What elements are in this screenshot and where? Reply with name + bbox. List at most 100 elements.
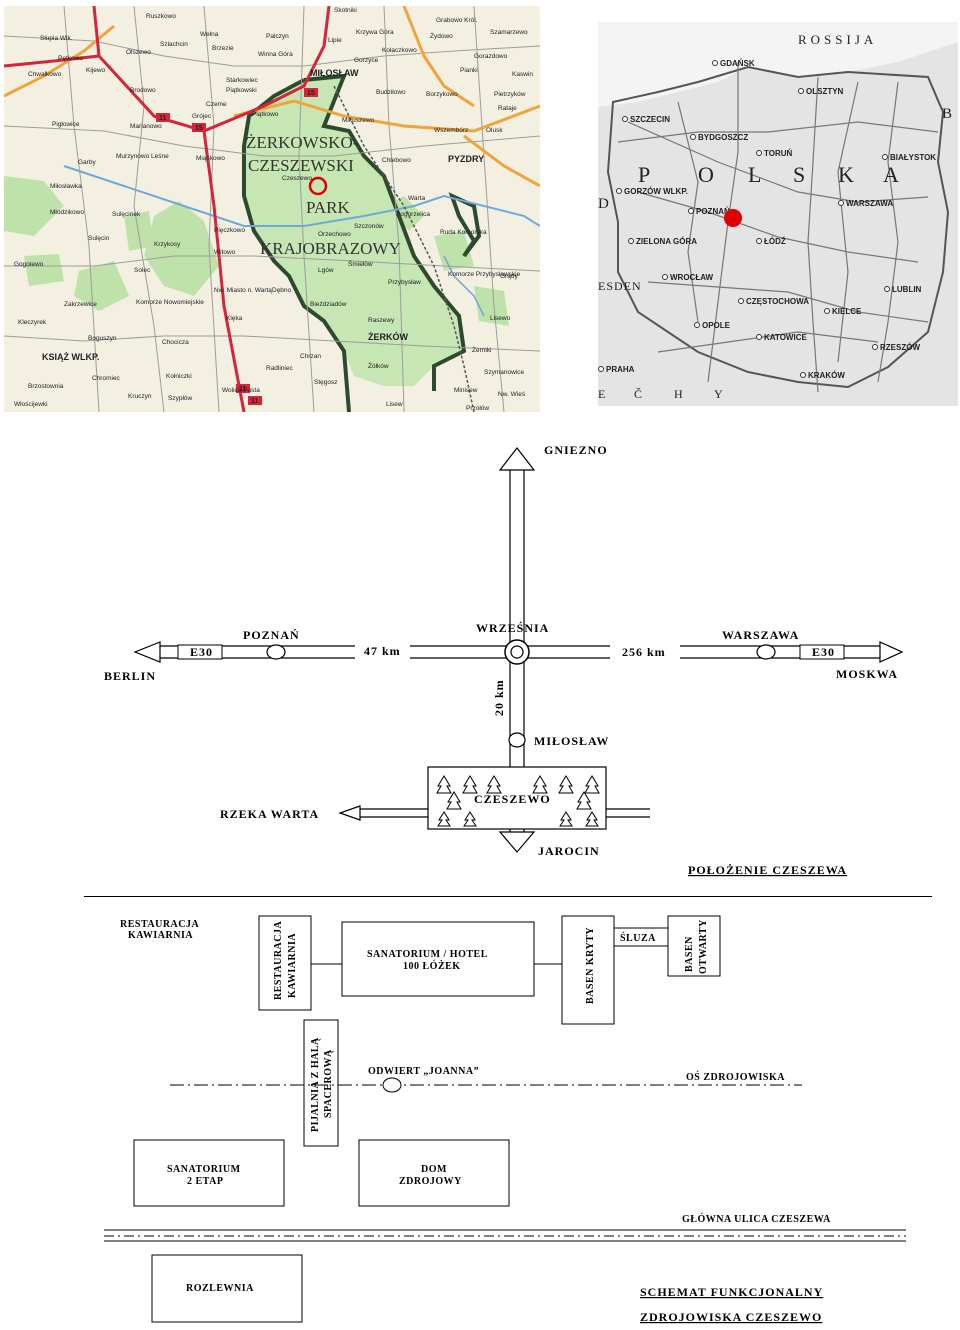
city-dot-praha bbox=[598, 366, 604, 372]
place-label-mikuszewo: Mikuszewo bbox=[342, 117, 375, 124]
place-label-brzezie: Brzezie bbox=[212, 45, 234, 52]
well-joanna-label: ODWIERT „JOANNA” bbox=[368, 1066, 479, 1077]
czeszewo-marker-icon bbox=[308, 176, 328, 196]
place-label-ratajе: Rataje bbox=[498, 105, 517, 112]
sanatorium-hotel-box bbox=[341, 921, 535, 997]
place-label-mlaskowo: Miąskowo bbox=[196, 155, 225, 162]
poznan-label: POZNAŃ bbox=[243, 628, 300, 642]
place-label-komorze: Komorze Przybysławskie bbox=[448, 271, 521, 278]
place-label-slupia: Słupia Wlk. bbox=[40, 35, 73, 42]
city-dot-lodz bbox=[756, 238, 762, 244]
distance-poznan: 47 km bbox=[364, 644, 401, 658]
place-label-palczyn: Palczyn bbox=[266, 33, 289, 40]
place-label-rudakomorska: Ruda Komorska bbox=[440, 229, 487, 236]
city-label-wroclaw: WROCŁAW bbox=[670, 273, 714, 282]
place-label-minisew: Minisew bbox=[454, 387, 478, 394]
city-dot-warszawa bbox=[838, 200, 844, 206]
neighbor-label-0: ROSSIJA bbox=[798, 32, 877, 47]
city-label-rzeszow: RZESZÓW bbox=[880, 343, 920, 352]
pump-room-line2: SPACEROWĄ bbox=[323, 1049, 334, 1118]
place-label-goradowo: Gorazdowo bbox=[474, 53, 508, 60]
czeszewo-label: CZESZEWO bbox=[474, 792, 551, 806]
place-label-grabowo: Grabowo Król. bbox=[436, 17, 478, 24]
location-marker-icon bbox=[724, 209, 742, 227]
neighbor-label-6: H bbox=[674, 387, 684, 401]
neighbor-label-3: ESDEN bbox=[598, 279, 642, 293]
road-number-2: 15 bbox=[195, 125, 203, 132]
distance-warszawa: 256 km bbox=[622, 645, 666, 659]
spa-house-box bbox=[358, 1139, 510, 1207]
road-number-1: 11 bbox=[159, 115, 167, 122]
place-label-szczonow: Szczonów bbox=[354, 223, 384, 230]
country-name-letters: P O L S K A bbox=[638, 162, 899, 187]
wrzesnia-junction-inner bbox=[510, 645, 524, 659]
well-joanna-circle bbox=[382, 1077, 402, 1093]
place-label-pianki: Pianki bbox=[460, 67, 478, 74]
city-label-lodz: ŁÓDŹ bbox=[764, 237, 786, 246]
place-label-kleczyrek: Kleczyrek bbox=[18, 319, 47, 326]
restaurant-box-line2: KAWIARNIA bbox=[287, 933, 298, 998]
place-label-smielow: Śmiełów bbox=[348, 259, 373, 268]
place-label-szlachcin: Szlachcin bbox=[160, 41, 188, 48]
place-label-budziszewo: Budziłowo bbox=[376, 89, 406, 96]
country-letter-k: K bbox=[838, 162, 856, 187]
poland-border bbox=[606, 65, 950, 389]
regional-roads bbox=[4, 6, 540, 188]
place-label-wilkowa: Wełna bbox=[200, 31, 219, 38]
city-dot-lublin bbox=[884, 286, 890, 292]
neighbor-label-5: Č bbox=[634, 387, 643, 401]
place-label-wloscijewki: Włościjewki bbox=[14, 401, 48, 408]
warta-river bbox=[63, 165, 540, 227]
place-label-pyzdry: PYZDRY bbox=[448, 154, 484, 164]
city-label-torun: TORUŃ bbox=[764, 149, 793, 158]
place-label-grady: Grądy bbox=[500, 273, 518, 280]
place-label-chocicza: Chocicza bbox=[162, 339, 189, 346]
city-label-poznan: POZNAŃ bbox=[696, 207, 730, 216]
e30-label-right: E30 bbox=[812, 645, 835, 659]
place-label-przolow: Przołów bbox=[466, 405, 489, 412]
sluice-label: ŚLUZA bbox=[620, 932, 656, 944]
place-label-szamarzewo: Szamarzewo bbox=[490, 29, 528, 36]
place-label-nwmiasto: Nw. Miasto n. Wartą bbox=[214, 287, 272, 294]
place-label-sulecin: Sulęcin bbox=[88, 235, 110, 242]
city-dot-kielce bbox=[824, 308, 830, 314]
place-label-zerkow: ŻERKÓW bbox=[368, 331, 409, 342]
park-name-line4: KRAJOBRAZOWY bbox=[260, 239, 401, 258]
place-label-warta: Warta bbox=[408, 195, 425, 202]
place-label-chromiec: Chromiec bbox=[92, 375, 121, 382]
place-label-przybyslaw: Przybysław bbox=[388, 279, 421, 286]
place-label-chrzan: Chrzan bbox=[300, 353, 321, 360]
place-label-nwwies: Nw. Wieś bbox=[498, 391, 526, 398]
functional-scheme: RESTAURACJA KAWIARNIA RESTAURACJA KAWIAR… bbox=[104, 915, 906, 1324]
place-label-szymanowice: Szymanowice bbox=[484, 369, 524, 376]
place-label-piglowice: Pigłowice bbox=[52, 121, 80, 128]
city-label-gorzow: GORZÓW WLKP. bbox=[624, 187, 688, 196]
pump-room-box bbox=[303, 1019, 339, 1147]
sanatorium-stage2-line2: 2 ETAP bbox=[187, 1176, 223, 1187]
sanatorium-stage2-box bbox=[133, 1139, 285, 1207]
place-label-brzostownia: Brzostownia bbox=[28, 383, 64, 390]
place-label-krzykosy: Krzykosy bbox=[154, 241, 181, 248]
place-label-ksiaz: KSIĄŻ WLKP. bbox=[42, 352, 99, 362]
sanatorium-stage2-line1: SANATORIUM bbox=[167, 1164, 241, 1175]
place-label-grojec: Grójec bbox=[192, 113, 212, 120]
functional-scheme-title-line2: ZDROJOWISKA CZESZEWO bbox=[640, 1310, 822, 1324]
place-label-lisewo: Lisewo bbox=[490, 315, 511, 322]
city-dot-olsztyn bbox=[798, 88, 804, 94]
outdoor-pool-box bbox=[667, 915, 721, 977]
place-label-miloslawka: Miłosławka bbox=[50, 183, 82, 190]
place-label-szypłow: Szypłów bbox=[168, 395, 193, 402]
neighbor-label-4: E bbox=[598, 387, 606, 401]
city-label-krakow: KRAKÓW bbox=[808, 371, 845, 380]
place-label-radliniec: Radliniec bbox=[266, 365, 293, 372]
place-label-kruczyn: Kruczyn bbox=[128, 393, 152, 400]
place-label-winna: Winna Góra bbox=[258, 51, 293, 58]
bottling-plant-box bbox=[151, 1254, 303, 1323]
wrzesnia-label: WRZEŚNIA bbox=[476, 621, 549, 635]
main-street-label: GŁÓWNA ULICA CZESZEWA bbox=[682, 1213, 831, 1225]
city-label-lublin: LUBLIN bbox=[892, 285, 922, 294]
forest-areas bbox=[4, 176, 509, 326]
park-name: ŻERKOWSKO- CZESZEWSKI PARK KRAJOBRAZOWY bbox=[246, 133, 401, 258]
